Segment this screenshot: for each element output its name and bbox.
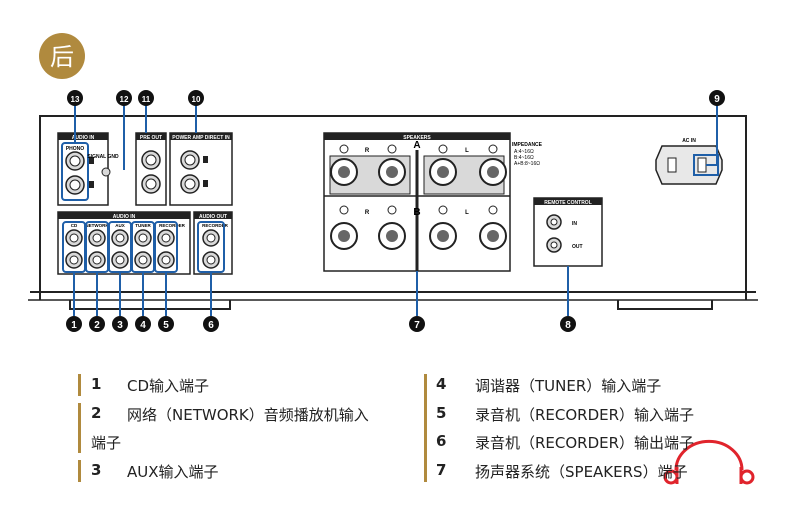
speaker-a-label: A: [413, 140, 420, 151]
power-amp-direct-in-section: POWER AMP DIRECT IN: [169, 132, 233, 206]
callout-2-num: 2: [94, 320, 100, 331]
speaker-a-r-label: R: [365, 148, 370, 154]
remote-control-section: REMOTE CONTROL IN OUT: [533, 197, 603, 267]
callout-1: [66, 316, 82, 332]
remote-in-label: IN: [572, 221, 577, 227]
callout-markers: 1 2 3 4 5 6 7 8 13 12 11 10 9: [66, 90, 725, 332]
phono-label: PHONO: [66, 146, 84, 152]
callout-6: [203, 316, 219, 332]
audio-in-top-label: AUDIO IN: [72, 135, 95, 141]
speaker-b-l-label: L: [465, 210, 469, 216]
callout-13: [67, 90, 83, 106]
watermark-logo: [663, 439, 755, 485]
impedance-a: A:4~16Ω: [514, 149, 534, 155]
remote-control-label: REMOTE CONTROL: [544, 200, 592, 206]
pre-out-section: PRE OUT: [135, 132, 167, 206]
recorder-out-label: RECORDER: [202, 223, 229, 228]
callout-11-num: 11: [142, 95, 151, 104]
callout-lines: [73, 105, 718, 316]
impedance-label: IMPEDANCE: [512, 142, 543, 148]
rear-badge: [39, 33, 85, 79]
callout-8-num: 8: [565, 320, 571, 331]
speakers-label: SPEAKERS: [403, 135, 431, 141]
cd-label: CD: [71, 223, 78, 228]
callout-3-num: 3: [117, 320, 123, 331]
callout-10: [188, 90, 204, 106]
callout-1-num: 1: [71, 320, 77, 331]
speakers-section: SPEAKERS A B R L R L IMPEDANCE A:4~16Ω B…: [323, 132, 543, 272]
callout-6-num: 6: [208, 320, 214, 331]
callout-4-num: 4: [140, 320, 146, 331]
callout-2: [89, 316, 105, 332]
callout-3: [112, 316, 128, 332]
recorder-in-label: RECORDER: [159, 223, 186, 228]
ac-in-section: AC IN: [655, 138, 723, 185]
callout-4: [135, 316, 151, 332]
tuner-label: TUNER: [135, 223, 151, 228]
impedance-b: B:4~16Ω: [514, 155, 534, 161]
callout-10-num: 10: [192, 95, 201, 104]
audio-in-bottom-label: AUDIO IN: [113, 214, 136, 220]
audio-in-section: AUDIO IN CD NETWORK AUX TUNER RECORDER: [57, 211, 191, 275]
callout-12: [116, 90, 132, 106]
pre-out-label: PRE OUT: [140, 135, 162, 141]
callout-5-num: 5: [163, 320, 169, 331]
callout-5: [158, 316, 174, 332]
signal-gnd-label: SIGNAL GND: [87, 154, 119, 160]
rear-badge-text: 后: [50, 43, 74, 71]
callout-12-num: 12: [120, 95, 129, 104]
callout-7: [409, 316, 425, 332]
callout-7-num: 7: [414, 320, 420, 331]
remote-out-label: OUT: [572, 244, 583, 250]
network-label: NETWORK: [85, 223, 109, 228]
audio-in-jacks: [65, 229, 175, 269]
speaker-terminals: [329, 155, 507, 250]
aux-label: AUX: [115, 223, 125, 228]
speaker-b-label: B: [413, 207, 420, 218]
callout-8: [560, 316, 576, 332]
audio-out-section: AUDIO OUT RECORDER: [193, 211, 233, 275]
callout-9-num: 9: [714, 94, 720, 105]
callout-11: [138, 90, 154, 106]
phono-section: AUDIO IN PHONO SIGNAL GND: [57, 132, 119, 206]
callout-9: [709, 90, 725, 106]
chassis: [28, 115, 758, 310]
ac-in-label: AC IN: [682, 138, 696, 144]
speaker-b-r-label: R: [365, 210, 370, 216]
power-amp-direct-in-label: POWER AMP DIRECT IN: [172, 135, 230, 141]
callout-13-num: 13: [71, 95, 80, 104]
speaker-a-l-label: L: [465, 148, 469, 154]
audio-out-label: AUDIO OUT: [199, 214, 227, 220]
impedance-ab: A+B:8~16Ω: [514, 161, 540, 167]
